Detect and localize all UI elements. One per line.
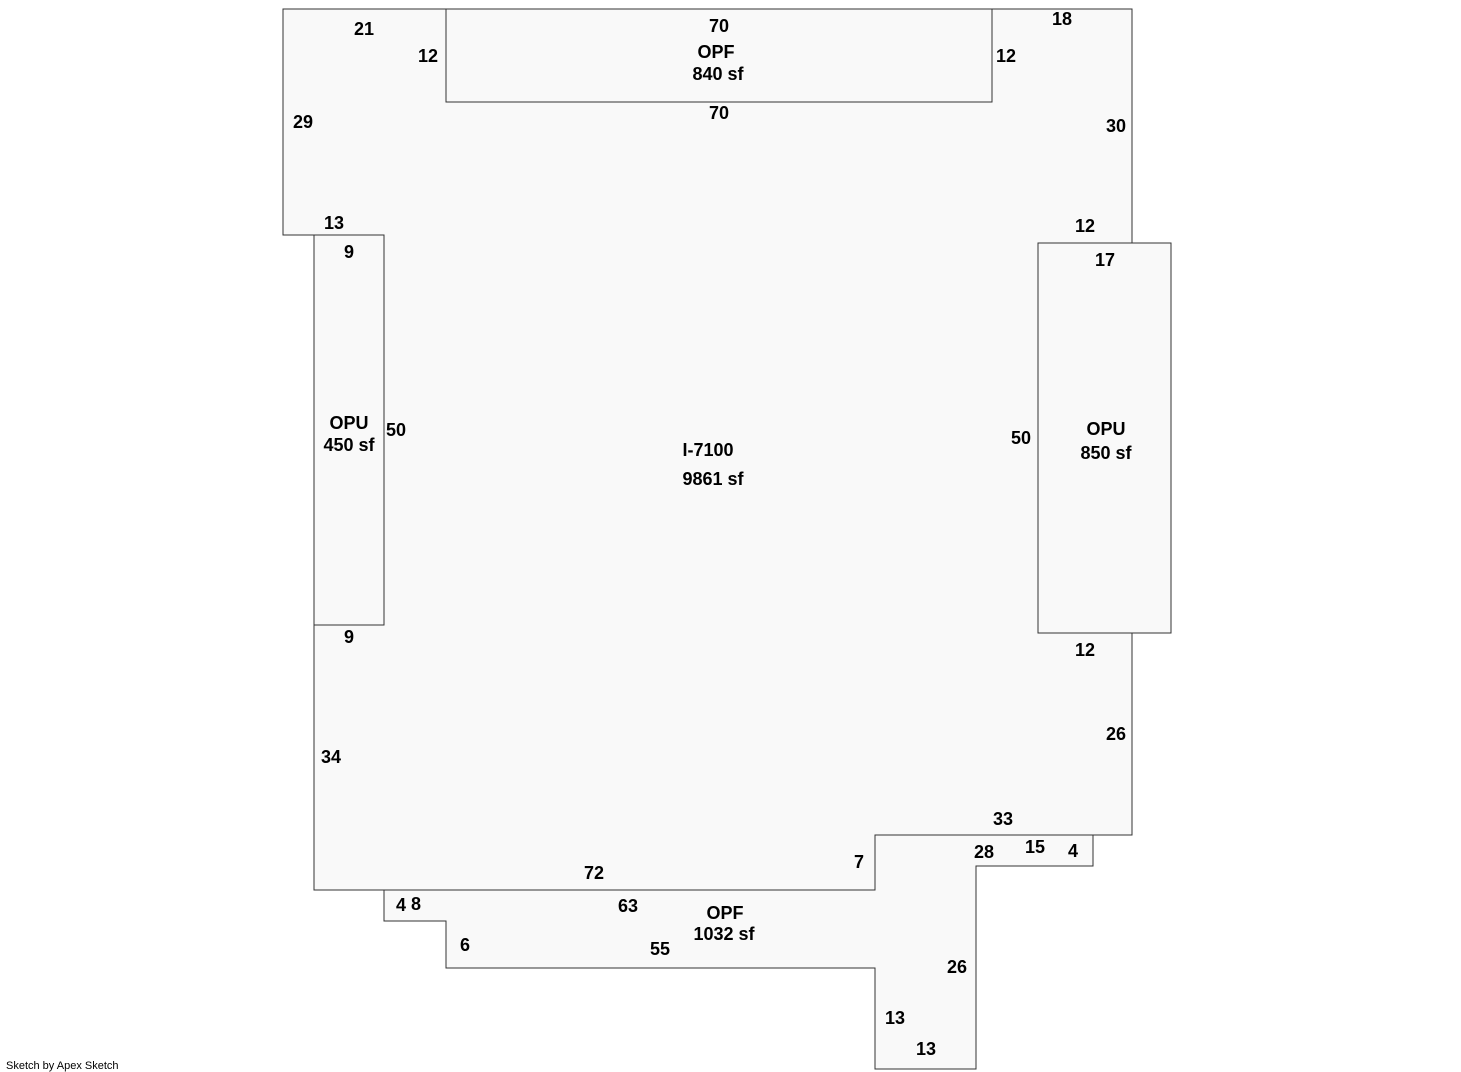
dimension-label: 18 (1052, 9, 1072, 29)
dimension-label: 28 (974, 842, 994, 862)
opf-top-outline (445, 8, 993, 103)
dimension-label: 70 (709, 16, 729, 36)
opu-right-size: 850 sf (1080, 443, 1132, 463)
dimension-label: 33 (993, 809, 1013, 829)
dimension-label: 15 (1025, 837, 1045, 857)
dimension-label: 7 (854, 852, 864, 872)
opf-bottom-name: OPF (706, 903, 743, 923)
dimension-label: 72 (584, 863, 604, 883)
dimension-label: 4 (396, 895, 406, 915)
dimension-label: 50 (386, 420, 406, 440)
opf-top-size: 840 sf (692, 64, 744, 84)
dimension-label: 6 (460, 935, 470, 955)
dimension-label: 12 (1075, 216, 1095, 236)
opf-bottom-size: 1032 sf (693, 924, 755, 944)
dimension-label: 29 (293, 112, 313, 132)
dimension-label: 34 (321, 747, 341, 767)
dimension-label: 26 (1106, 724, 1126, 744)
dimension-label: 13 (324, 213, 344, 233)
dimension-label: 4 (1068, 841, 1078, 861)
opu-right-outline (1037, 242, 1172, 634)
opu-left-size: 450 sf (323, 435, 375, 455)
dimension-label: 50 (1011, 428, 1031, 448)
dimension-label: 12 (996, 46, 1016, 66)
dimension-label: 13 (885, 1008, 905, 1028)
sketch-credit: Sketch by Apex Sketch (6, 1060, 119, 1072)
main-area-size: 9861 sf (682, 469, 744, 489)
dimension-label: 70 (709, 103, 729, 123)
dimension-label: 21 (354, 19, 374, 39)
dimension-label: 55 (650, 939, 670, 959)
dimension-label: 8 (411, 894, 421, 914)
dimension-label: 63 (618, 896, 638, 916)
dimension-label: 17 (1095, 250, 1115, 270)
opf-top-name: OPF (697, 42, 734, 62)
dimension-label: 12 (1075, 640, 1095, 660)
opf-bottom-outline (383, 834, 1094, 1070)
dimension-label: 26 (947, 957, 967, 977)
dimension-label: 12 (418, 46, 438, 66)
opu-left-name: OPU (329, 413, 368, 433)
opu-right-name: OPU (1086, 419, 1125, 439)
dimension-label: 9 (344, 242, 354, 262)
opu-left-outline (313, 234, 385, 626)
dimension-label: 13 (916, 1039, 936, 1059)
dimension-label: 30 (1106, 116, 1126, 136)
main-area-name: I-7100 (682, 440, 733, 460)
dimension-label: 9 (344, 627, 354, 647)
